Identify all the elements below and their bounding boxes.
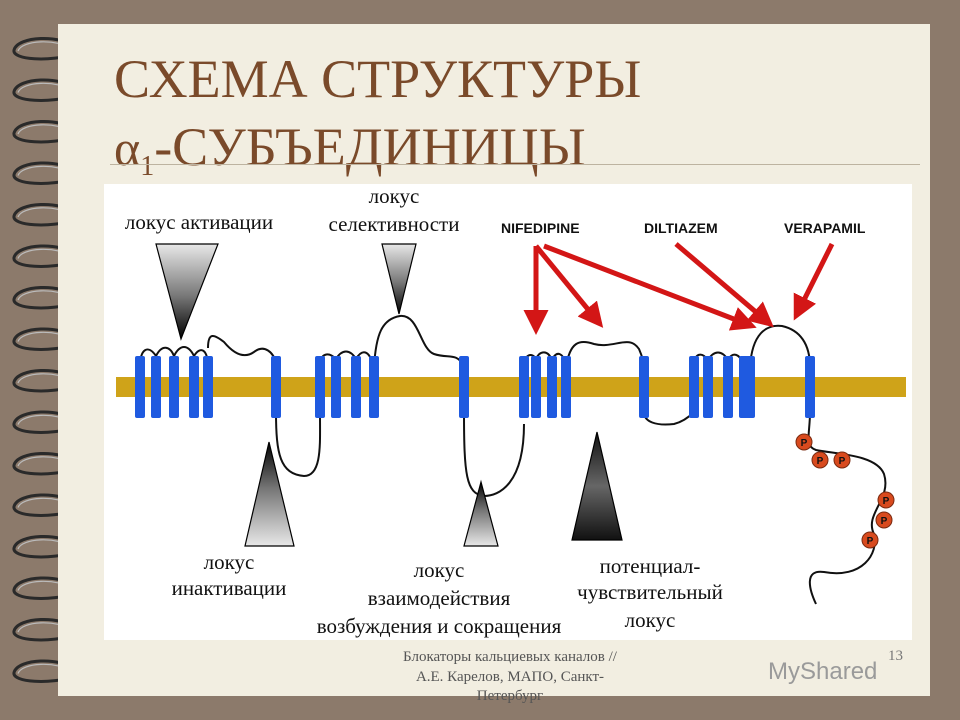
transmembrane-helix <box>203 356 213 418</box>
title-line2-text: -СУБЪЕДИНИЦЫ <box>154 117 586 177</box>
alpha-symbol: α <box>114 120 141 176</box>
membrane-band <box>116 377 906 397</box>
transmembrane-helix <box>689 356 699 418</box>
transmembrane-helix <box>531 356 541 418</box>
transmembrane-helix <box>135 356 145 418</box>
transmembrane-helix <box>459 356 469 418</box>
selectivity-locus-arrow <box>381 243 417 315</box>
transmembrane-helix <box>703 356 713 418</box>
coupling-locus-arrow <box>463 479 499 547</box>
phosphate-label: P <box>817 456 824 467</box>
phosphate-label: P <box>881 516 888 527</box>
phosphate-label: P <box>867 536 874 547</box>
transmembrane-helix <box>805 356 815 418</box>
inactivation-locus-arrow <box>244 441 295 547</box>
transmembrane-helix <box>561 356 571 418</box>
transmembrane-helices <box>135 356 815 418</box>
transmembrane-helix <box>351 356 361 418</box>
footer-citation: Блокаторы кальциевых каналов // А.Е. Кар… <box>352 648 668 707</box>
slide-title-line1: СХЕМА СТРУКТУРЫ <box>114 49 642 109</box>
drug-label-diltiazem: DILTIAZEM <box>644 220 718 236</box>
transmembrane-helix <box>331 356 341 418</box>
transmembrane-helix <box>639 356 649 418</box>
transmembrane-helix <box>169 356 179 418</box>
voltage-locus-label-line3: локус <box>624 608 676 632</box>
transmembrane-helix <box>189 356 199 418</box>
drug-label-nifedipine: NIFEDIPINE <box>501 220 580 236</box>
title-underline <box>110 164 920 165</box>
inactivation-locus-label-line1: локус <box>203 550 255 574</box>
transmembrane-helix <box>151 356 161 418</box>
phosphate-group: P <box>861 531 879 549</box>
phosphate-group: P <box>833 451 851 469</box>
footer-line2: А.Е. Карелов, МАПО, Санкт- <box>415 668 605 685</box>
activation-locus-label: локус активации <box>124 210 274 234</box>
drug-label-verapamil: VERAPAMIL <box>784 220 866 236</box>
phosphate-group: P <box>811 451 829 469</box>
phosphate-group: P <box>875 511 893 529</box>
slide-title-line2: α1-СУБЪЕДИНИЦЫ <box>114 120 586 181</box>
footer-line1: Блокаторы кальциевых каналов // <box>403 649 617 665</box>
myshared-watermark: MyShared <box>768 658 878 685</box>
inactivation-locus-label-line2: инактивации <box>171 576 287 600</box>
phosphate-label: P <box>883 496 890 507</box>
phosphate-label: P <box>839 456 846 467</box>
alpha-subscript: 1 <box>140 151 155 182</box>
phosphate-label: P <box>801 438 808 449</box>
phosphate-group: P <box>795 433 813 451</box>
coupling-locus-label-line3: возбуждения и сокращения <box>316 614 562 638</box>
drug-binding-arrows <box>523 242 835 335</box>
coupling-locus-label-line1: локус <box>413 558 465 582</box>
transmembrane-helix <box>547 356 557 418</box>
selectivity-locus-label-line1: локус <box>368 184 420 208</box>
voltage-locus-label-line1: потенциал- <box>599 554 701 578</box>
footer-line3: Петербург <box>476 688 544 704</box>
transmembrane-helix <box>369 356 379 418</box>
transmembrane-helix <box>745 356 755 418</box>
activation-locus-arrow <box>155 243 219 341</box>
phosphate-group: P <box>877 491 895 509</box>
transmembrane-helix <box>271 356 281 418</box>
selectivity-locus-label-line2: селективности <box>328 212 460 236</box>
transmembrane-helix <box>315 356 325 418</box>
slide-number: 13 <box>888 648 903 664</box>
coupling-locus-label-line2: взаимодействия <box>367 586 511 610</box>
transmembrane-helix <box>519 356 529 418</box>
voltage-locus-label-line2: чувствительный <box>577 580 723 604</box>
voltage-sensor-locus-arrow <box>571 431 623 541</box>
transmembrane-helix <box>723 356 733 418</box>
